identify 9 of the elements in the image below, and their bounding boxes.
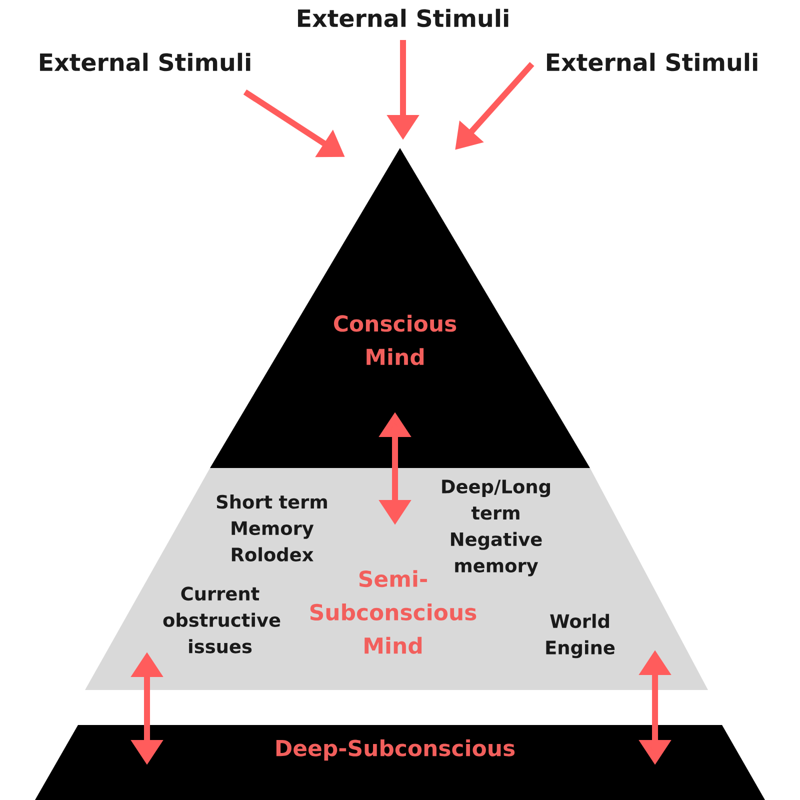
band-text: Short term Memory Rolodex	[216, 494, 327, 562]
stimulus-label: External Stimuli	[547, 52, 758, 72]
triangle-band: Conscious Mind	[210, 148, 590, 468]
stimulus-label: External Stimuli	[298, 8, 508, 28]
band-text: Deep/Long term Negative memory	[442, 480, 550, 576]
band-text: World Engine	[546, 614, 615, 658]
stimulus-label: External Stimuli	[40, 52, 250, 72]
band-text: Current obstructive issues	[163, 586, 280, 654]
base-band: Deep-Subconscious	[35, 725, 766, 800]
